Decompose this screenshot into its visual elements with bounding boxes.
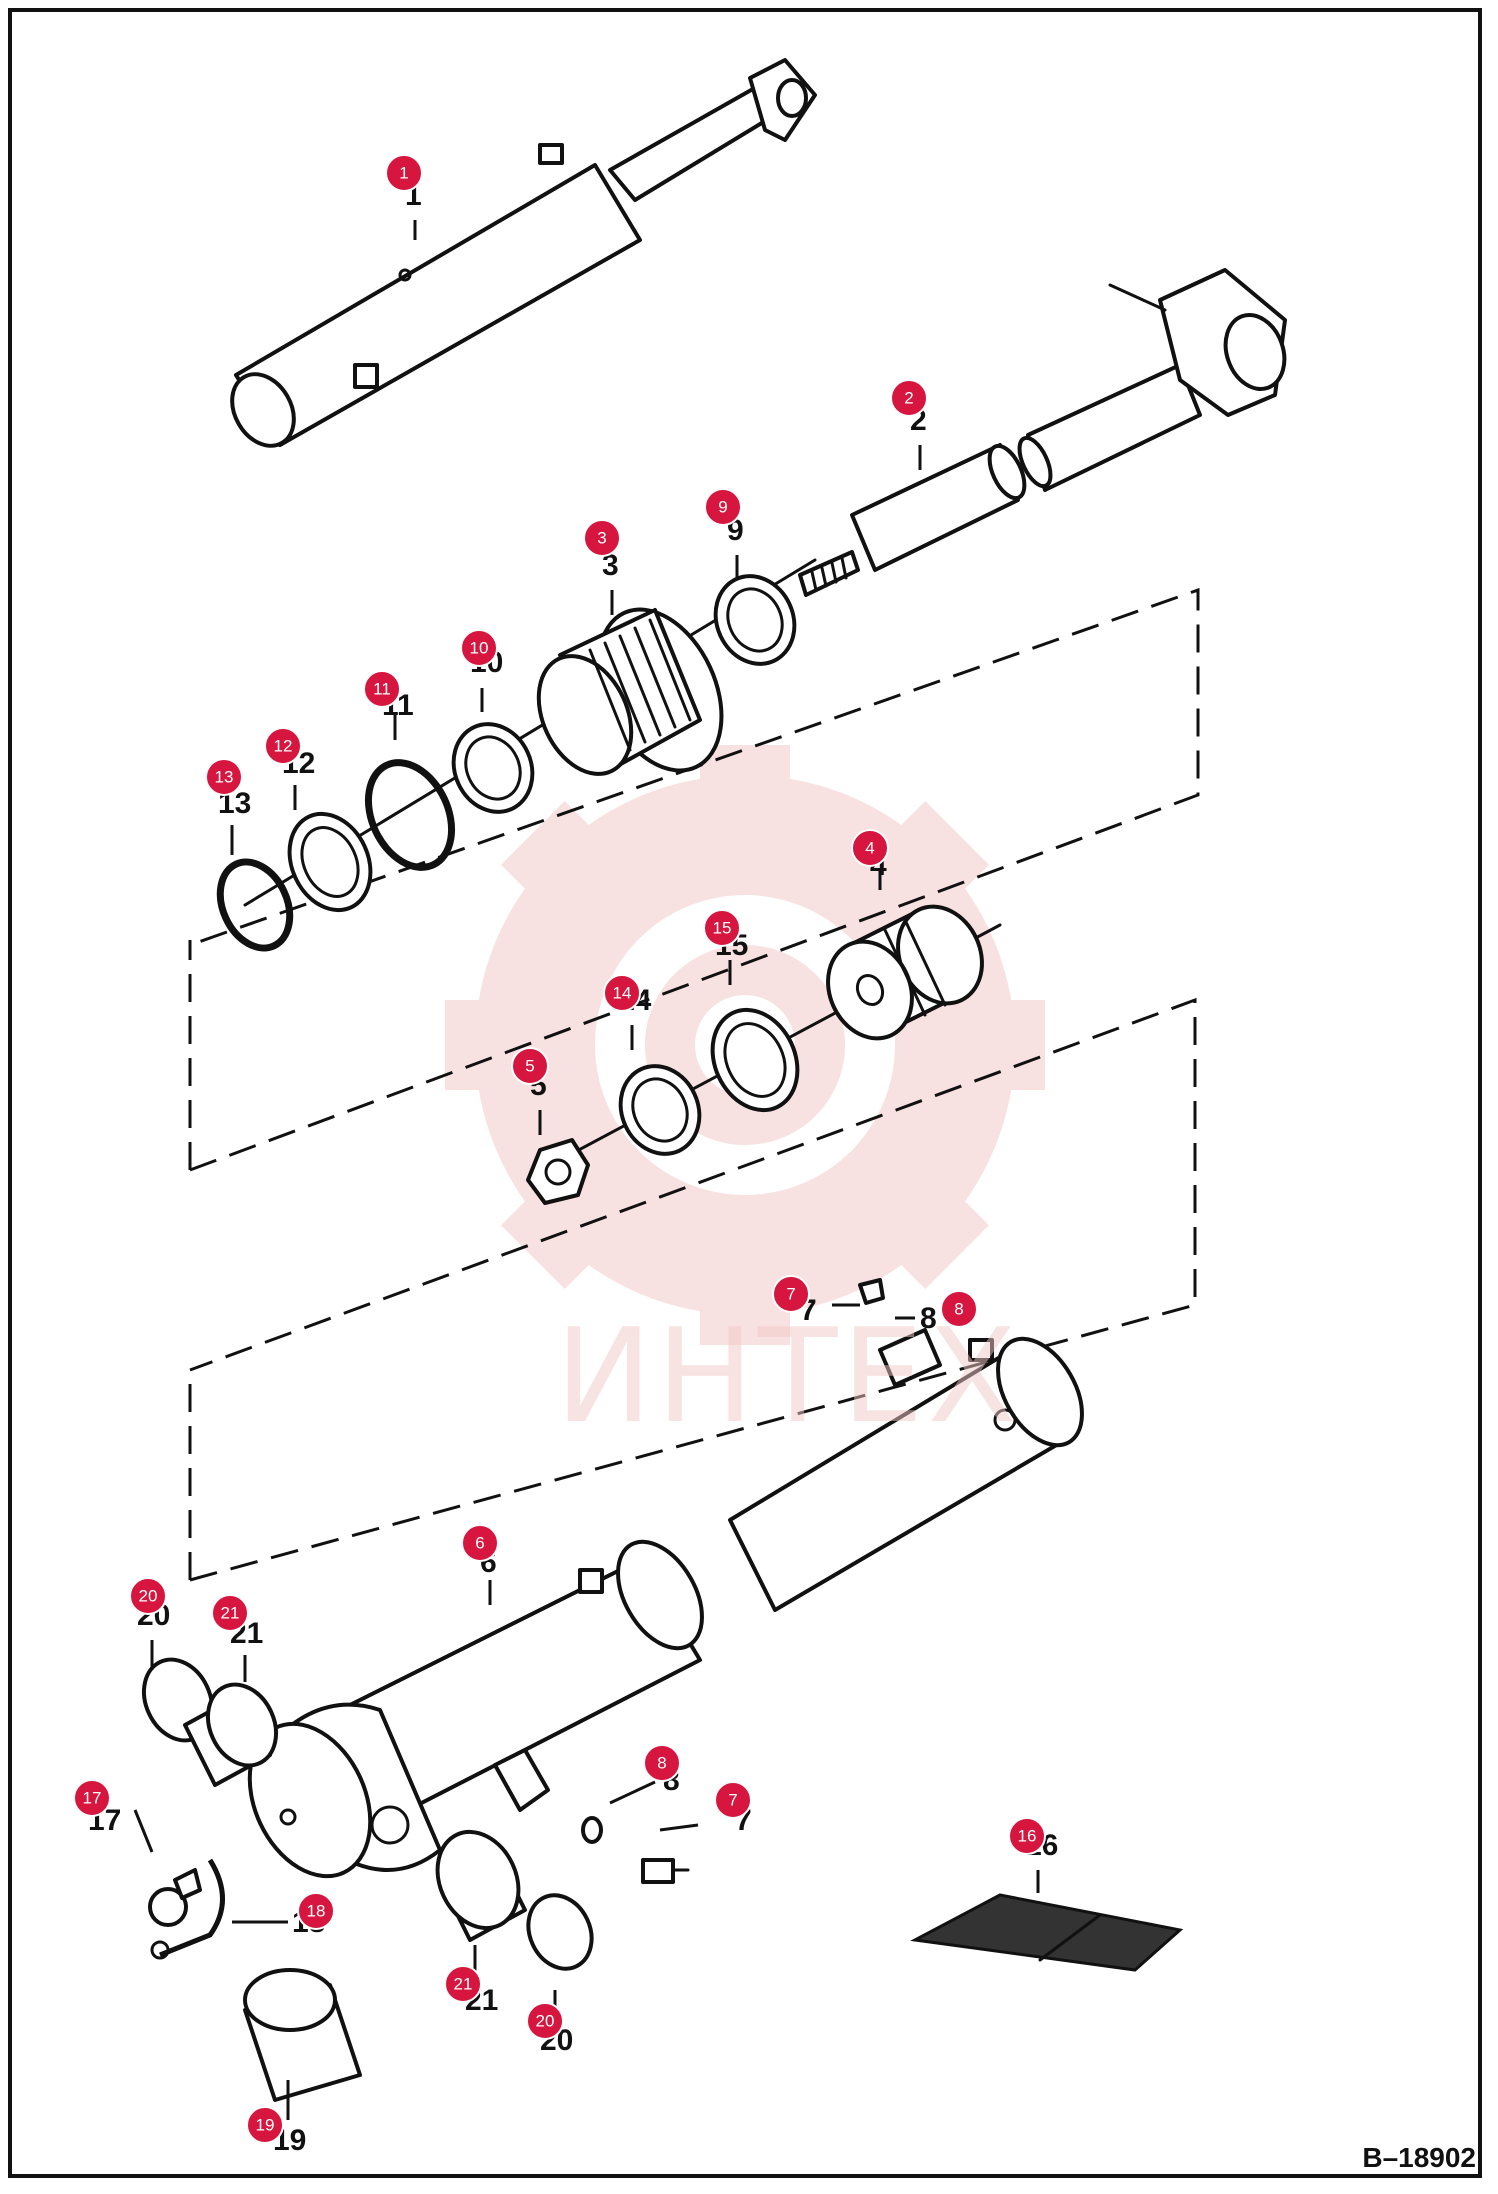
drawing-number: B–18902 — [1362, 2142, 1476, 2173]
callout-badge-12[interactable]: 12 — [264, 727, 302, 765]
grease-fitting-part — [148, 1868, 202, 1960]
rod-seal-part — [451, 722, 535, 814]
piston-part — [826, 904, 984, 1041]
svg-text:4: 4 — [865, 839, 874, 858]
svg-text:5: 5 — [525, 1057, 534, 1076]
assembly-dashed-line-lower — [188, 997, 1197, 1582]
callout-badge-11[interactable]: 11 — [363, 670, 401, 708]
piston-seal-part — [710, 1007, 800, 1113]
callout-badge-7[interactable]: 7 — [772, 1275, 810, 1313]
svg-text:16: 16 — [1018, 1827, 1037, 1846]
svg-text:18: 18 — [307, 1902, 326, 1921]
bearing-left-part — [183, 1682, 279, 1787]
callout-badges: 1 2 3 4 5 6 7 8 9 10 11 12 13 14 15 16 1… — [73, 154, 1046, 2144]
svg-text:7: 7 — [786, 1285, 795, 1304]
callout-badge-8[interactable]: 8 — [940, 1290, 978, 1328]
svg-text:12: 12 — [274, 737, 293, 756]
callout-badge-21-lower[interactable]: 21 — [444, 1965, 482, 2003]
svg-text:20: 20 — [139, 1587, 158, 1606]
svg-text:11: 11 — [373, 680, 391, 699]
svg-text:1: 1 — [399, 164, 408, 183]
head-part — [536, 607, 724, 776]
callout-badge-7-lower[interactable]: 7 — [714, 1781, 752, 1819]
callout-leaders — [133, 220, 1040, 2120]
svg-text:10: 10 — [470, 639, 489, 658]
svg-text:2: 2 — [904, 389, 913, 408]
callout-badge-1[interactable]: 1 — [385, 154, 423, 192]
plug-upper-part — [858, 1278, 885, 1305]
backup-ring-part — [287, 811, 373, 913]
callout-badge-19[interactable]: 19 — [246, 2106, 284, 2144]
svg-text:14: 14 — [613, 984, 632, 1003]
svg-text:8: 8 — [954, 1300, 963, 1319]
o-ring-13-part — [216, 858, 294, 952]
svg-text:19: 19 — [256, 2116, 275, 2135]
o-ring-head-part — [364, 759, 456, 871]
callout-badge-14[interactable]: 14 — [603, 974, 641, 1012]
callout-badge-6[interactable]: 6 — [461, 1524, 499, 1562]
bushing-part — [243, 1968, 362, 2102]
callout-badge-20[interactable]: 20 — [129, 1577, 167, 1615]
svg-text:20: 20 — [536, 2012, 555, 2031]
rod-part — [798, 268, 1287, 597]
callout-badge-18[interactable]: 18 — [297, 1892, 335, 1930]
item-number: 8 — [920, 1302, 937, 1335]
wiper-part — [713, 574, 797, 666]
callout-badge-15[interactable]: 15 — [703, 909, 741, 947]
svg-text:21: 21 — [221, 1604, 240, 1623]
callout-badge-5[interactable]: 5 — [511, 1047, 549, 1085]
plug-lower-part — [641, 1858, 690, 1884]
svg-text:3: 3 — [597, 529, 606, 548]
barrel-part — [247, 1328, 1084, 1879]
nut-part — [526, 1138, 590, 1205]
seal-right-part — [526, 1893, 594, 1971]
callout-badge-20-lower[interactable]: 20 — [526, 2002, 564, 2040]
svg-text:7: 7 — [728, 1791, 737, 1810]
callout-badge-10[interactable]: 10 — [460, 629, 498, 667]
watermark-text: ИНТЕХ — [555, 1300, 1021, 1452]
svg-text:21: 21 — [454, 1975, 473, 1994]
svg-text:6: 6 — [475, 1534, 484, 1553]
callout-badge-21[interactable]: 21 — [211, 1594, 249, 1632]
svg-text:9: 9 — [718, 498, 727, 517]
seal-kit-part — [910, 1893, 1184, 1972]
rod-assembly-part — [230, 58, 817, 448]
callout-badge-8-lower[interactable]: 8 — [643, 1744, 681, 1782]
svg-text:15: 15 — [713, 919, 732, 938]
callout-badge-17[interactable]: 17 — [73, 1779, 111, 1817]
o-ring-lower-part — [581, 1816, 603, 1844]
callout-badge-9[interactable]: 9 — [704, 488, 742, 526]
item-number: 3 — [602, 549, 619, 582]
piston-ring-part — [618, 1064, 702, 1156]
callout-badge-4[interactable]: 4 — [851, 829, 889, 867]
svg-text:13: 13 — [215, 768, 234, 787]
callout-badge-3[interactable]: 3 — [583, 519, 621, 557]
bearing-right-part — [435, 1829, 527, 1942]
callout-badge-16[interactable]: 16 — [1008, 1817, 1046, 1855]
svg-text:8: 8 — [657, 1754, 666, 1773]
callout-badge-13[interactable]: 13 — [205, 758, 243, 796]
snap-ring-part — [159, 1858, 225, 1958]
callout-badge-2[interactable]: 2 — [890, 379, 928, 417]
svg-text:17: 17 — [83, 1789, 102, 1808]
